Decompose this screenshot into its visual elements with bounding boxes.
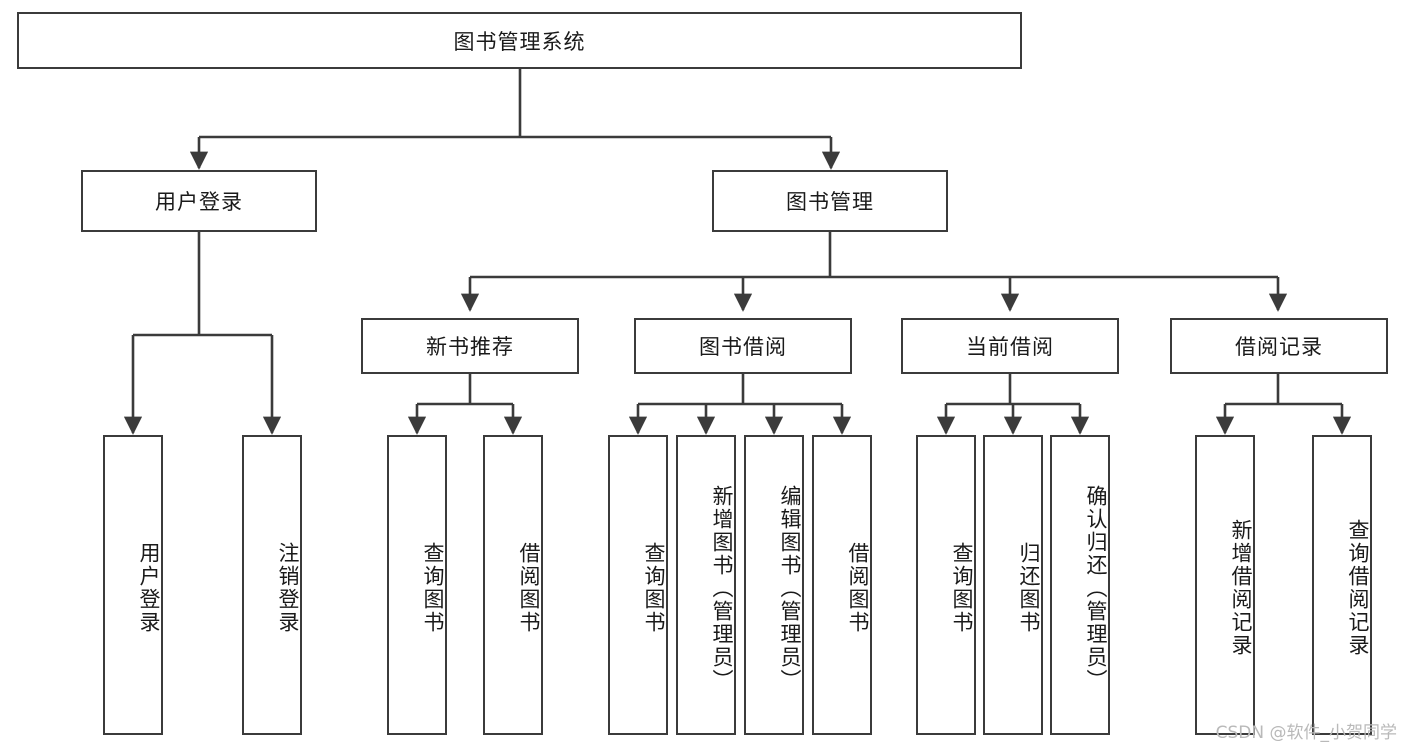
node-borrow-record[interactable]: 借阅记录	[1170, 318, 1388, 374]
node-user-login-label: 用户登录	[155, 190, 243, 214]
leaf-confirm-return-label: 确认归还（管理员）	[1084, 484, 1108, 692]
node-book-borrow-label: 图书借阅	[699, 335, 787, 359]
leaf-edit-book-label: 编辑图书（管理员）	[778, 484, 802, 692]
leaf-user-logout[interactable]: 注销登录	[242, 435, 302, 735]
leaf-borrow-book-1-label: 借阅图书	[517, 542, 541, 634]
leaf-add-book-label: 新增图书（管理员）	[710, 484, 734, 692]
node-root[interactable]: 图书管理系统	[17, 12, 1022, 69]
node-root-label: 图书管理系统	[453, 29, 586, 54]
leaf-add-record[interactable]: 新增借阅记录	[1195, 435, 1255, 735]
node-book-borrow[interactable]: 图书借阅	[634, 318, 852, 374]
node-borrow-record-label: 借阅记录	[1235, 335, 1323, 359]
leaf-add-book[interactable]: 新增图书（管理员）	[676, 435, 736, 735]
node-book-manage[interactable]: 图书管理	[712, 170, 948, 232]
node-book-manage-label: 图书管理	[786, 190, 874, 214]
leaf-confirm-return[interactable]: 确认归还（管理员）	[1050, 435, 1110, 735]
node-user-login[interactable]: 用户登录	[81, 170, 317, 232]
leaf-query-book-1[interactable]: 查询图书	[387, 435, 447, 735]
node-current-borrow-label: 当前借阅	[966, 335, 1054, 359]
leaf-query-book-2-label: 查询图书	[642, 542, 666, 634]
leaf-borrow-book-2-label: 借阅图书	[846, 542, 870, 634]
leaf-query-book-3[interactable]: 查询图书	[916, 435, 976, 735]
leaf-query-record-label: 查询借阅记录	[1346, 519, 1370, 657]
node-new-book-recommend-label: 新书推荐	[426, 335, 514, 359]
leaf-user-logout-label: 注销登录	[276, 542, 300, 634]
leaf-query-book-1-label: 查询图书	[421, 542, 445, 634]
leaf-edit-book[interactable]: 编辑图书（管理员）	[744, 435, 804, 735]
leaf-user-login-label: 用户登录	[137, 542, 161, 634]
leaf-query-record[interactable]: 查询借阅记录	[1312, 435, 1372, 735]
leaf-return-book-label: 归还图书	[1017, 542, 1041, 634]
leaf-query-book-3-label: 查询图书	[950, 542, 974, 634]
csdn-watermark: CSDN @软件_小贺同学	[1215, 723, 1397, 743]
node-current-borrow[interactable]: 当前借阅	[901, 318, 1119, 374]
leaf-query-book-2[interactable]: 查询图书	[608, 435, 668, 735]
leaf-borrow-book-1[interactable]: 借阅图书	[483, 435, 543, 735]
leaf-return-book[interactable]: 归还图书	[983, 435, 1043, 735]
leaf-user-login[interactable]: 用户登录	[103, 435, 163, 735]
leaf-add-record-label: 新增借阅记录	[1229, 519, 1253, 657]
leaf-borrow-book-2[interactable]: 借阅图书	[812, 435, 872, 735]
node-new-book-recommend[interactable]: 新书推荐	[361, 318, 579, 374]
